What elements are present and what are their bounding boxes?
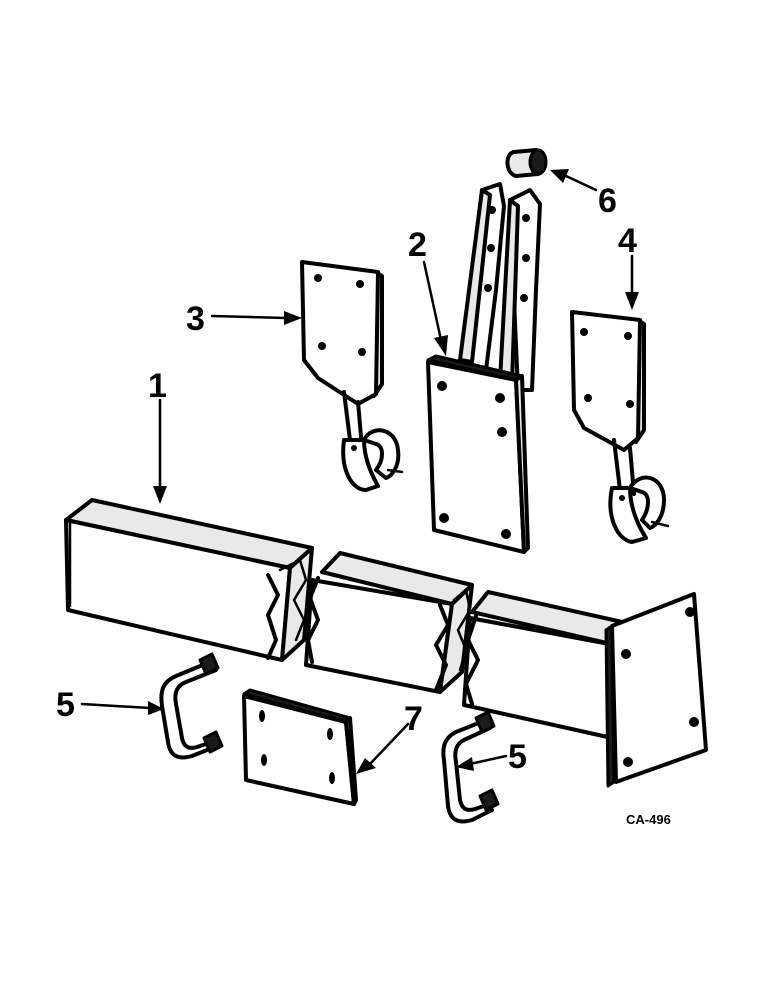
bushing	[505, 148, 548, 178]
u-bolt-right	[441, 710, 500, 824]
tube-segment-middle	[304, 551, 474, 694]
tube-segment-left	[64, 498, 314, 662]
callout-5-right: 5	[508, 738, 527, 776]
callout-7: 7	[404, 700, 423, 738]
callout-5-left: 5	[56, 686, 75, 724]
callout-6: 6	[598, 182, 617, 220]
callout-numbers: 1 2 3 4 5 5 6 7 CA-496	[56, 182, 671, 827]
clamp-plate	[242, 688, 358, 806]
callout-2: 2	[408, 226, 427, 264]
drawing-code: CA-496	[626, 812, 671, 827]
callout-4: 4	[618, 222, 637, 260]
tube-beam	[64, 498, 708, 788]
tube-end-plate	[604, 592, 708, 788]
center-bracket	[426, 182, 542, 554]
u-bolt-left	[159, 652, 224, 760]
callout-1: 1	[148, 367, 167, 405]
clamp-bracket-right	[570, 310, 670, 544]
callout-3: 3	[186, 300, 205, 338]
leader-lines	[80, 169, 639, 774]
clamp-bracket-left	[300, 260, 404, 492]
